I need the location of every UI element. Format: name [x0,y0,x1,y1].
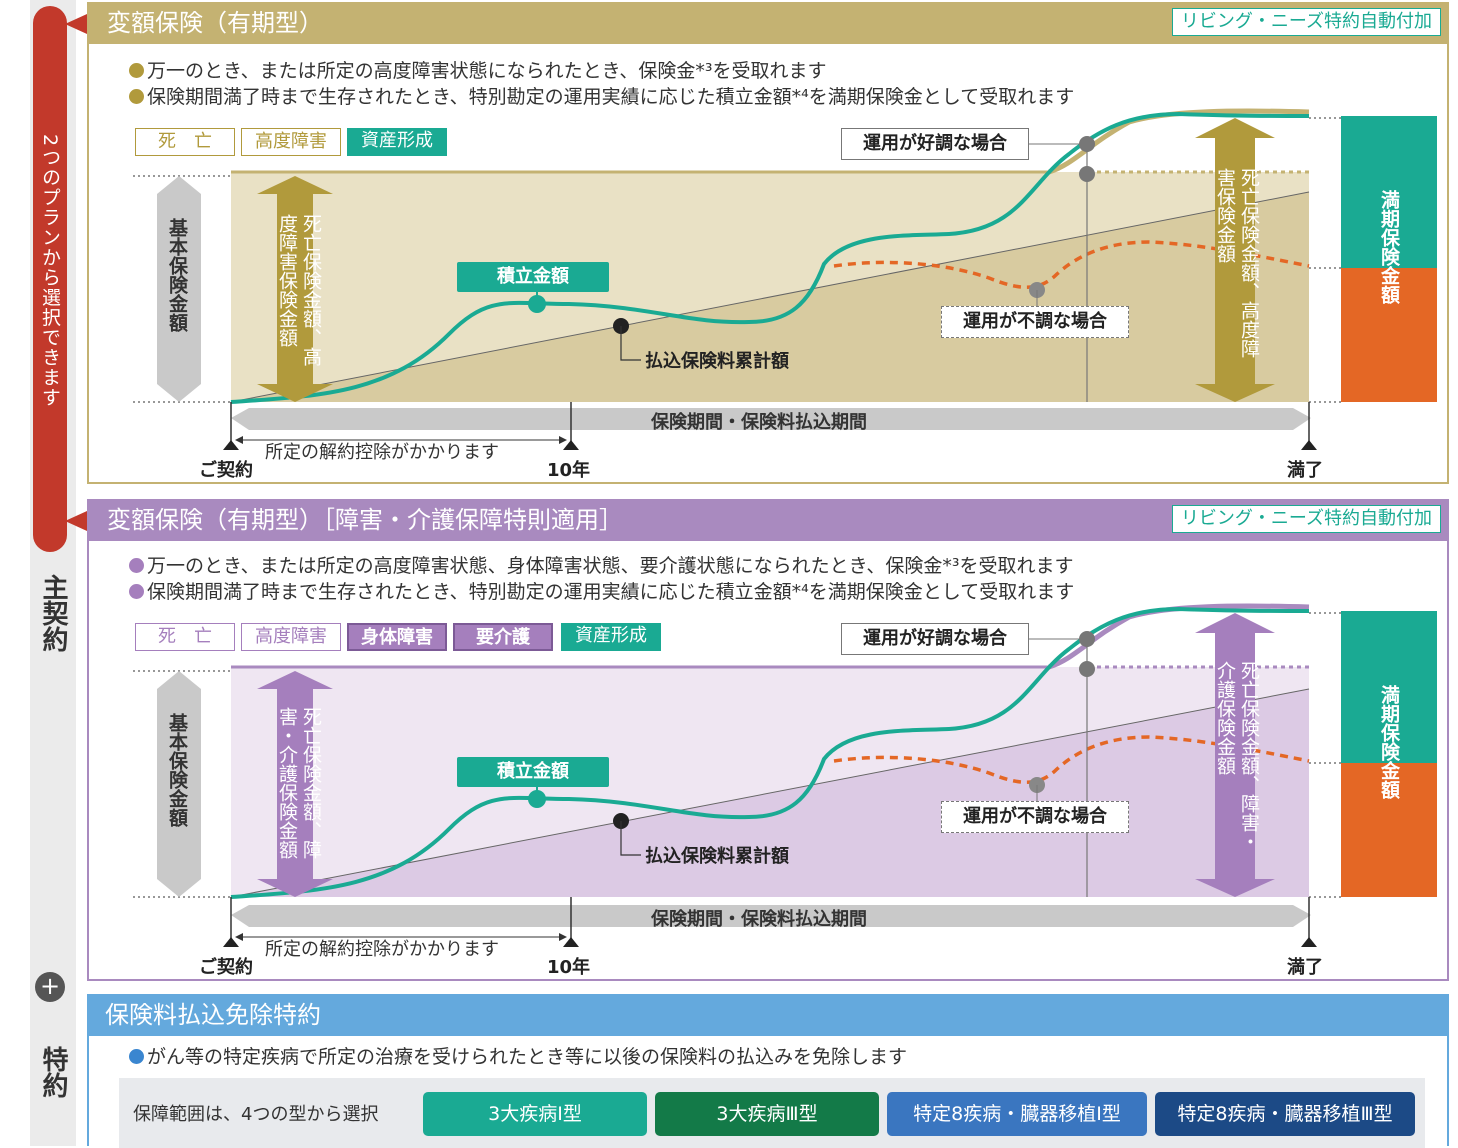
premium-waiver-rider-panel: 保険料払込免除特約 がん等の特定疾病で所定の治療を受けられたとき等に以後の保険料… [87,994,1449,1148]
benefit-diagram [133,603,1437,947]
good-case-callout: 運用が好調な場合 [841,623,1029,655]
panel-title: 変額保険（有期型）［障害・介護保障特則適用］ [107,506,623,534]
contract-start-label: ご契約 [199,460,253,481]
pointer-arrow [65,511,87,531]
death-benefit-right-label: 死亡保険金額、障害・介護保険金額 [1214,661,1260,851]
surrender-charge-label: 所定の解約控除がかかります [265,939,499,960]
bullet-icon [129,63,144,78]
benefit-diagram [133,108,1437,450]
death-benefit-left-label: 死亡保険金額、障害・介護保険金額 [276,707,322,859]
plan-choice-label: 2つのプランから選択できます [39,134,61,408]
panel-title: 変額保険（有期型） [107,9,323,37]
coverage-scope-label: 保障範囲は、4つの型から選択 [133,1104,379,1125]
tag-nursing-care: 要介護 [453,623,553,651]
good-case-callout: 運用が好調な場合 [841,128,1029,160]
maturity-end-label: 満了 [1287,957,1323,978]
type-8-diseases-3: 特定8疾病・臓器移植Ⅲ型 [1155,1092,1415,1136]
rider-description: がん等の特定疾病で所定の治療を受けられたとき等に以後の保険料の払込みを免除します [129,1044,907,1070]
bullet-icon [129,584,144,599]
bullet-icon [129,89,144,104]
type-3-major-1: 3大疾病Ⅰ型 [423,1092,647,1136]
description-line: 万一のとき、または所定の高度障害状態、身体障害状態、要介護状態になられたとき、保… [129,553,1073,579]
tag-severe-disability: 高度障害 [241,623,341,651]
bullet-icon [129,558,144,573]
bullet-icon [129,1049,144,1064]
maturity-end-label: 満了 [1287,460,1323,481]
premium-total-label: 払込保険料累計額 [645,351,789,372]
death-benefit-right-label: 死亡保険金額、高度障害保険金額 [1214,168,1260,358]
maturity-amount-label: 満期保険金額 [1378,190,1400,304]
bad-case-callout: 運用が不調な場合 [941,306,1129,338]
period-label: 保険期間・保険料払込期間 [651,412,867,433]
plan-panel-term: 変額保険（有期型） リビング・ニーズ特約自動付加 万一のとき、または所定の高度障… [65,2,1449,484]
year-10-label: 10年 [547,460,591,481]
auto-rider-badge: リビング・ニーズ特約自動付加 [1171,505,1441,533]
description-line: 保険期間満了時まで生存されたとき、特別勘定の運用実績に応じた積立金額*⁴を満期保… [129,579,1074,605]
premium-total-label: 払込保険料累計額 [645,846,789,867]
plan-panel-disability-care: 変額保険（有期型）［障害・介護保障特則適用］ リビング・ニーズ特約自動付加 万一… [65,499,1449,981]
basic-amount-label: 基本保険金額 [166,713,188,827]
tag-death: 死 亡 [135,128,235,156]
tag-severe-disability: 高度障害 [241,128,341,156]
description-text: 保険期間満了時まで生存されたとき、特別勘定の運用実績に応じた積立金額*⁴を満期保… [147,86,1075,108]
panel-header: 変額保険（有期型）［障害・介護保障特則適用］ リビング・ニーズ特約自動付加 [65,499,1449,541]
pointer-arrow [65,14,87,34]
coverage-scope-box: 保障範囲は、4つの型から選択 3大疾病Ⅰ型 3大疾病Ⅲ型 特定8疾病・臓器移植Ⅰ… [119,1078,1425,1148]
basic-amount-label: 基本保険金額 [166,218,188,332]
panel-header: 変額保険（有期型） リビング・ニーズ特約自動付加 [65,2,1449,44]
surrender-charge-label: 所定の解約控除がかかります [265,442,499,463]
maturity-amount-label: 満期保険金額 [1378,685,1400,799]
death-benefit-left-label: 死亡保険金額、高度障害保険金額 [276,214,322,366]
plan-choice-band: 2つのプランから選択できます [33,6,67,552]
description-line: 保険期間満了時まで生存されたとき、特別勘定の運用実績に応じた積立金額*⁴を満期保… [129,84,1074,110]
type-8-diseases-1: 特定8疾病・臓器移植Ⅰ型 [887,1092,1147,1136]
tag-physical-disability: 身体障害 [347,623,447,651]
description-text: 保険期間満了時まで生存されたとき、特別勘定の運用実績に応じた積立金額*⁴を満期保… [147,581,1075,603]
contract-start-label: ご契約 [199,957,253,978]
description-text: 万一のとき、または所定の高度障害状態、身体障害状態、要介護状態になられたとき、保… [147,555,1074,577]
period-label: 保険期間・保険料払込期間 [651,909,867,930]
tag-asset-building: 資産形成 [561,623,661,651]
year-10-label: 10年 [547,957,591,978]
description-text: 万一のとき、または所定の高度障害状態になられたとき、保険金*³を受取れます [147,60,827,82]
rider-title: 保険料払込免除特約 [87,994,1449,1036]
rider-label: 特約 [38,1046,68,1098]
accumulated-amount-label: 積立金額 [457,262,609,292]
description-line: 万一のとき、または所定の高度障害状態になられたとき、保険金*³を受取れます [129,58,826,84]
main-contract-label: 主契約 [38,574,68,652]
bad-case-callout: 運用が不調な場合 [941,801,1129,833]
tag-asset-building: 資産形成 [347,128,447,156]
type-3-major-3: 3大疾病Ⅲ型 [655,1092,879,1136]
accumulated-amount-label: 積立金額 [457,757,609,787]
plus-icon: + [35,972,65,1002]
auto-rider-badge: リビング・ニーズ特約自動付加 [1171,8,1441,36]
tag-death: 死 亡 [135,623,235,651]
rider-description-text: がん等の特定疾病で所定の治療を受けられたとき等に以後の保険料の払込みを免除します [147,1046,908,1068]
